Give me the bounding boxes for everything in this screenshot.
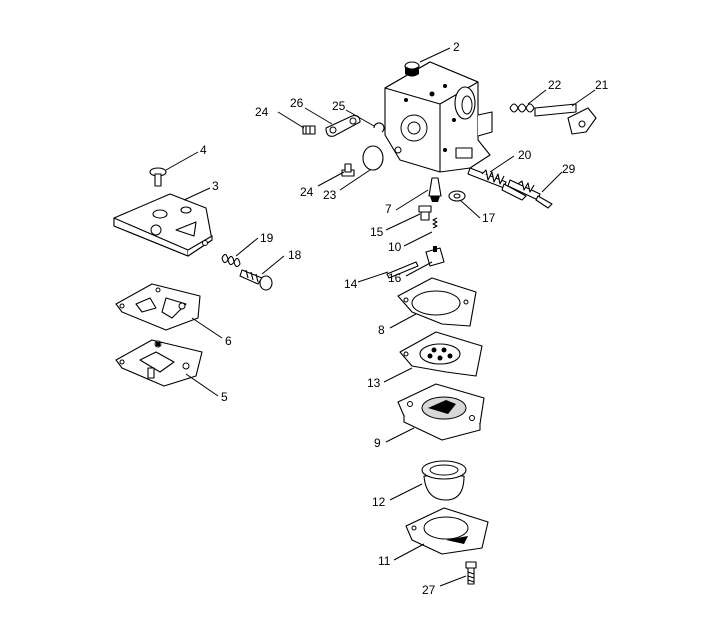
part-9-metering-cover (397, 383, 485, 441)
callout-16: 16 (388, 271, 402, 285)
part-26-link (325, 115, 361, 137)
callout-3: 3 (212, 179, 219, 193)
part-29-adjusting-screw (507, 179, 553, 209)
part-23-throttle-valve (362, 145, 384, 171)
callout-18: 18 (288, 248, 302, 262)
part-5-diaphragm (115, 339, 203, 387)
callout-7: 7 (385, 202, 392, 216)
callout-23: 23 (323, 188, 337, 202)
callout-27: 27 (422, 583, 436, 597)
part-20-adjusting-screw (467, 167, 527, 201)
part-12-primer-bulb (421, 460, 467, 501)
part-7-inlet-needle (428, 177, 442, 202)
callout-26: 26 (290, 96, 304, 110)
callout-4: 4 (200, 143, 207, 157)
part-16-lever (425, 246, 445, 267)
callout-6: 6 (225, 334, 232, 348)
part-24-screw-upper (302, 125, 316, 135)
callout-10: 10 (388, 240, 402, 254)
leader-lines (165, 47, 596, 587)
part-18-screw (239, 269, 273, 291)
callout-24-upper: 24 (255, 105, 269, 119)
callout-2: 2 (453, 40, 460, 54)
callout-12: 12 (372, 495, 386, 509)
callout-21: 21 (595, 78, 609, 92)
part-3-cover (113, 193, 213, 257)
callout-13: 13 (367, 376, 381, 390)
callout-25: 25 (332, 99, 346, 113)
part-8-gasket (397, 277, 477, 327)
callout-5: 5 (221, 390, 228, 404)
part-11-primer-plate (405, 507, 489, 555)
part-10-spring (432, 217, 438, 229)
part-17-washer (448, 190, 466, 202)
callout-labels: 2 3 4 5 6 7 8 9 10 11 12 13 14 15 16 17 … (200, 40, 609, 597)
part-25-clip (373, 122, 385, 133)
part-2-plug (404, 61, 420, 77)
part-6-gasket (115, 283, 201, 331)
part-24-screw-lower (341, 163, 355, 177)
callout-8: 8 (378, 323, 385, 337)
callout-19: 19 (260, 231, 274, 245)
callout-29: 29 (562, 162, 576, 176)
carburetor-body (384, 61, 493, 173)
callout-11: 11 (378, 554, 391, 568)
callout-24-lower: 24 (300, 185, 314, 199)
callout-20: 20 (518, 148, 532, 162)
part-27-screw (465, 561, 477, 585)
part-4-screw (149, 167, 167, 187)
part-21-throttle-shaft (534, 103, 597, 135)
part-14-pin (386, 261, 419, 279)
part-13-diaphragm (399, 331, 483, 377)
callout-14: 14 (344, 277, 358, 291)
callout-22: 22 (548, 78, 562, 92)
callout-9: 9 (374, 436, 381, 450)
callout-15: 15 (370, 225, 384, 239)
part-15-screw (418, 205, 432, 221)
part-22-spring (509, 103, 535, 113)
part-19-spring (221, 253, 241, 268)
callout-17: 17 (482, 211, 496, 225)
